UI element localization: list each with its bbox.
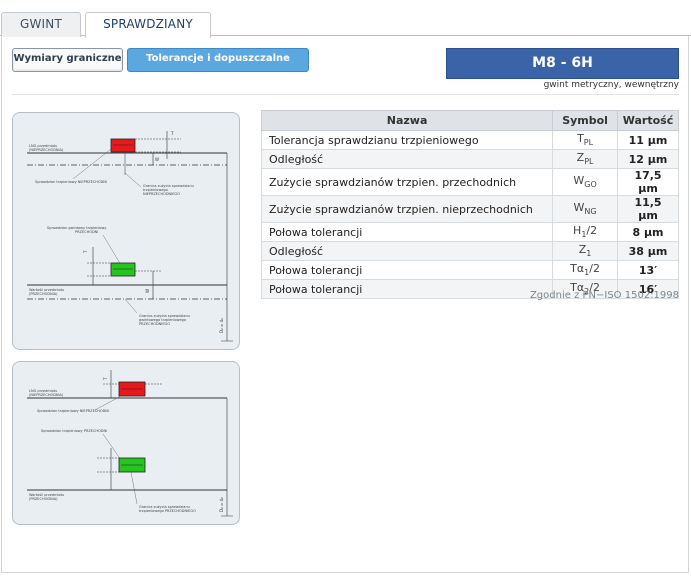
dim-w-label-2: W xyxy=(145,289,150,293)
symbol-sub: PL xyxy=(583,138,594,148)
symbol-suffix: /2 xyxy=(589,262,600,276)
wear-go-2: gwintowego trzpieniowego xyxy=(139,318,186,322)
row-name: Połowa tolerancji xyxy=(260,279,554,299)
wear-go-3: PRZECHODNIEGO xyxy=(139,322,170,326)
row-value: 13′ xyxy=(617,260,679,280)
divider xyxy=(12,94,679,95)
dim-d-label-2: D₂ = d₂ xyxy=(219,497,224,512)
symbol-sub: 1 xyxy=(584,268,590,278)
symbol-main: Tα xyxy=(570,262,585,276)
limit-go-sub: (PRZECHODNIA) xyxy=(29,292,58,296)
symbol-suffix: /2 xyxy=(589,281,600,295)
limit-ng-sub: (NIEPRZECHODNIA) xyxy=(29,148,64,152)
symbol-main: W xyxy=(573,174,585,188)
row-symbol: WGO xyxy=(552,168,619,196)
symbol-sub: NG xyxy=(584,207,597,217)
row-name: Odległość xyxy=(260,241,554,261)
table-row: Zużycie sprawdzianów trzpien. przechodni… xyxy=(260,168,679,196)
limit-go-label: Wartość przedmiotu xyxy=(29,288,64,292)
wymiary-graniczne-button[interactable]: Wymiary graniczne xyxy=(12,48,123,72)
row-symbol: H1/2 xyxy=(552,222,619,242)
symbol-main: T xyxy=(577,132,584,146)
row-value: 17,5 µm xyxy=(617,168,679,196)
wear-go-2-2: trzpieniowego PRZECHODNIEGO xyxy=(139,509,196,513)
row-value: 8 µm xyxy=(617,222,679,242)
row-name: Odległość xyxy=(260,149,554,169)
content-panel xyxy=(1,36,689,573)
dim-t-label-2: T xyxy=(83,250,88,254)
tab-sprawdziany[interactable]: SPRAWDZIANY xyxy=(85,12,211,38)
tab-gwint[interactable]: GWINT xyxy=(1,12,81,37)
symbol-sub: 2 xyxy=(584,287,590,297)
row-symbol: Tα1/2 xyxy=(552,260,619,280)
row-value: 12 µm xyxy=(617,149,679,169)
symbol-sub: PL xyxy=(584,157,594,167)
wear-go-1: Granica zużycia sprawdzianu xyxy=(139,314,190,318)
tolerance-table: Nazwa Symbol Wartość Tolerancja sprawdzi… xyxy=(260,110,679,299)
symbol-main: Z xyxy=(578,243,587,257)
limit-go-label-2: Wartość przedmiotu xyxy=(29,493,64,497)
row-symbol: TPL xyxy=(552,130,619,150)
thread-subtitle: gwint metryczny, wewnętrzny xyxy=(543,80,679,90)
symbol-main: W xyxy=(573,201,585,215)
symbol-main: Z xyxy=(576,151,585,165)
limit-ng-label: LNG przedmiotu xyxy=(29,144,57,148)
limit-ng-label-2: LNG przedmiotu xyxy=(29,389,57,393)
table-row: Zużycie sprawdzianów trzpien. nieprzecho… xyxy=(260,195,679,223)
row-symbol: Tα2/2 xyxy=(552,279,619,299)
tab-bar: GWINT SPRAWDZIANY xyxy=(0,0,691,38)
col-nazwa: Nazwa xyxy=(260,110,554,131)
gauge-go-label-2: Sprawdzian trzpieniowy PRZECHODNI xyxy=(41,429,107,433)
row-symbol: ZPL xyxy=(552,149,619,169)
row-value: 38 µm xyxy=(617,241,679,261)
symbol-sub: GO xyxy=(584,180,597,190)
dim-t-label-1: T xyxy=(170,131,174,136)
ng-gauge-box xyxy=(110,138,136,153)
col-wartosc: Wartość xyxy=(617,110,679,131)
tolerance-diagram-plain: T LNG przedmiotu (NIEPRZECHODNIA) Sprawd… xyxy=(12,361,240,525)
row-value: 16′ xyxy=(617,279,679,299)
limit-go-sub-2: (PRZECHODNIA) xyxy=(29,497,58,501)
symbol-main: Tα xyxy=(570,281,585,295)
tolerance-diagram-thread: T W LNG przedmiotu (NIEPRZECHODNIA) Spra… xyxy=(12,112,240,350)
row-value: 11,5 µm xyxy=(617,195,679,223)
dim-d-label: D₂ = d₂ xyxy=(219,318,224,333)
tolerancje-button[interactable]: Tolerancje i dopuszczalne zużycie xyxy=(127,48,309,84)
row-name: Zużycie sprawdzianów trzpien. nieprzecho… xyxy=(260,195,554,223)
limit-ng-sub-2: (NIEPRZECHODNIA) xyxy=(29,393,64,397)
gauge-go-2: PRZECHODNI xyxy=(75,230,98,234)
symbol-sub: 1 xyxy=(586,249,592,259)
wear-ng-2: trzpieniowego xyxy=(143,188,168,192)
wear-go-1-2: Granica zużycia sprawdzianu xyxy=(139,505,190,509)
go-gauge-box xyxy=(110,262,136,277)
wear-ng-3: NIEPRZECHODNIEGO xyxy=(143,192,180,196)
row-name: Połowa tolerancji xyxy=(260,260,554,280)
symbol-main: H xyxy=(573,224,582,238)
gauge-ng-label-2: Sprawdzian trzpieniowy NIEPRZECHODNI xyxy=(37,409,109,413)
dim-t-label-3: T xyxy=(103,377,108,381)
dim-w-label-1: W xyxy=(155,157,159,162)
row-name: Zużycie sprawdzianów trzpien. przechodni… xyxy=(260,168,554,196)
gauge-go-1: Sprawdzian gwintowy trzpieniowy xyxy=(47,226,107,230)
row-name: Połowa tolerancji xyxy=(260,222,554,242)
gauge-ng-label: Sprawdzian trzpieniowy NIEPRZECHODNI xyxy=(35,180,107,184)
thread-title: M8 - 6H xyxy=(446,48,679,79)
symbol-suffix: /2 xyxy=(586,224,598,238)
row-name: Tolerancja sprawdzianu trzpieniowego xyxy=(260,130,554,150)
row-symbol: Z1 xyxy=(552,241,619,261)
row-value: 11 µm xyxy=(617,130,679,150)
norm-note: Zgodnie z PN−ISO 1502:1998 xyxy=(529,290,679,301)
col-symbol: Symbol xyxy=(552,110,619,131)
symbol-sub: 1 xyxy=(581,230,587,240)
row-symbol: WNG xyxy=(552,195,619,223)
wear-ng-1: Granica zużycia sprawdzianu xyxy=(143,184,194,188)
